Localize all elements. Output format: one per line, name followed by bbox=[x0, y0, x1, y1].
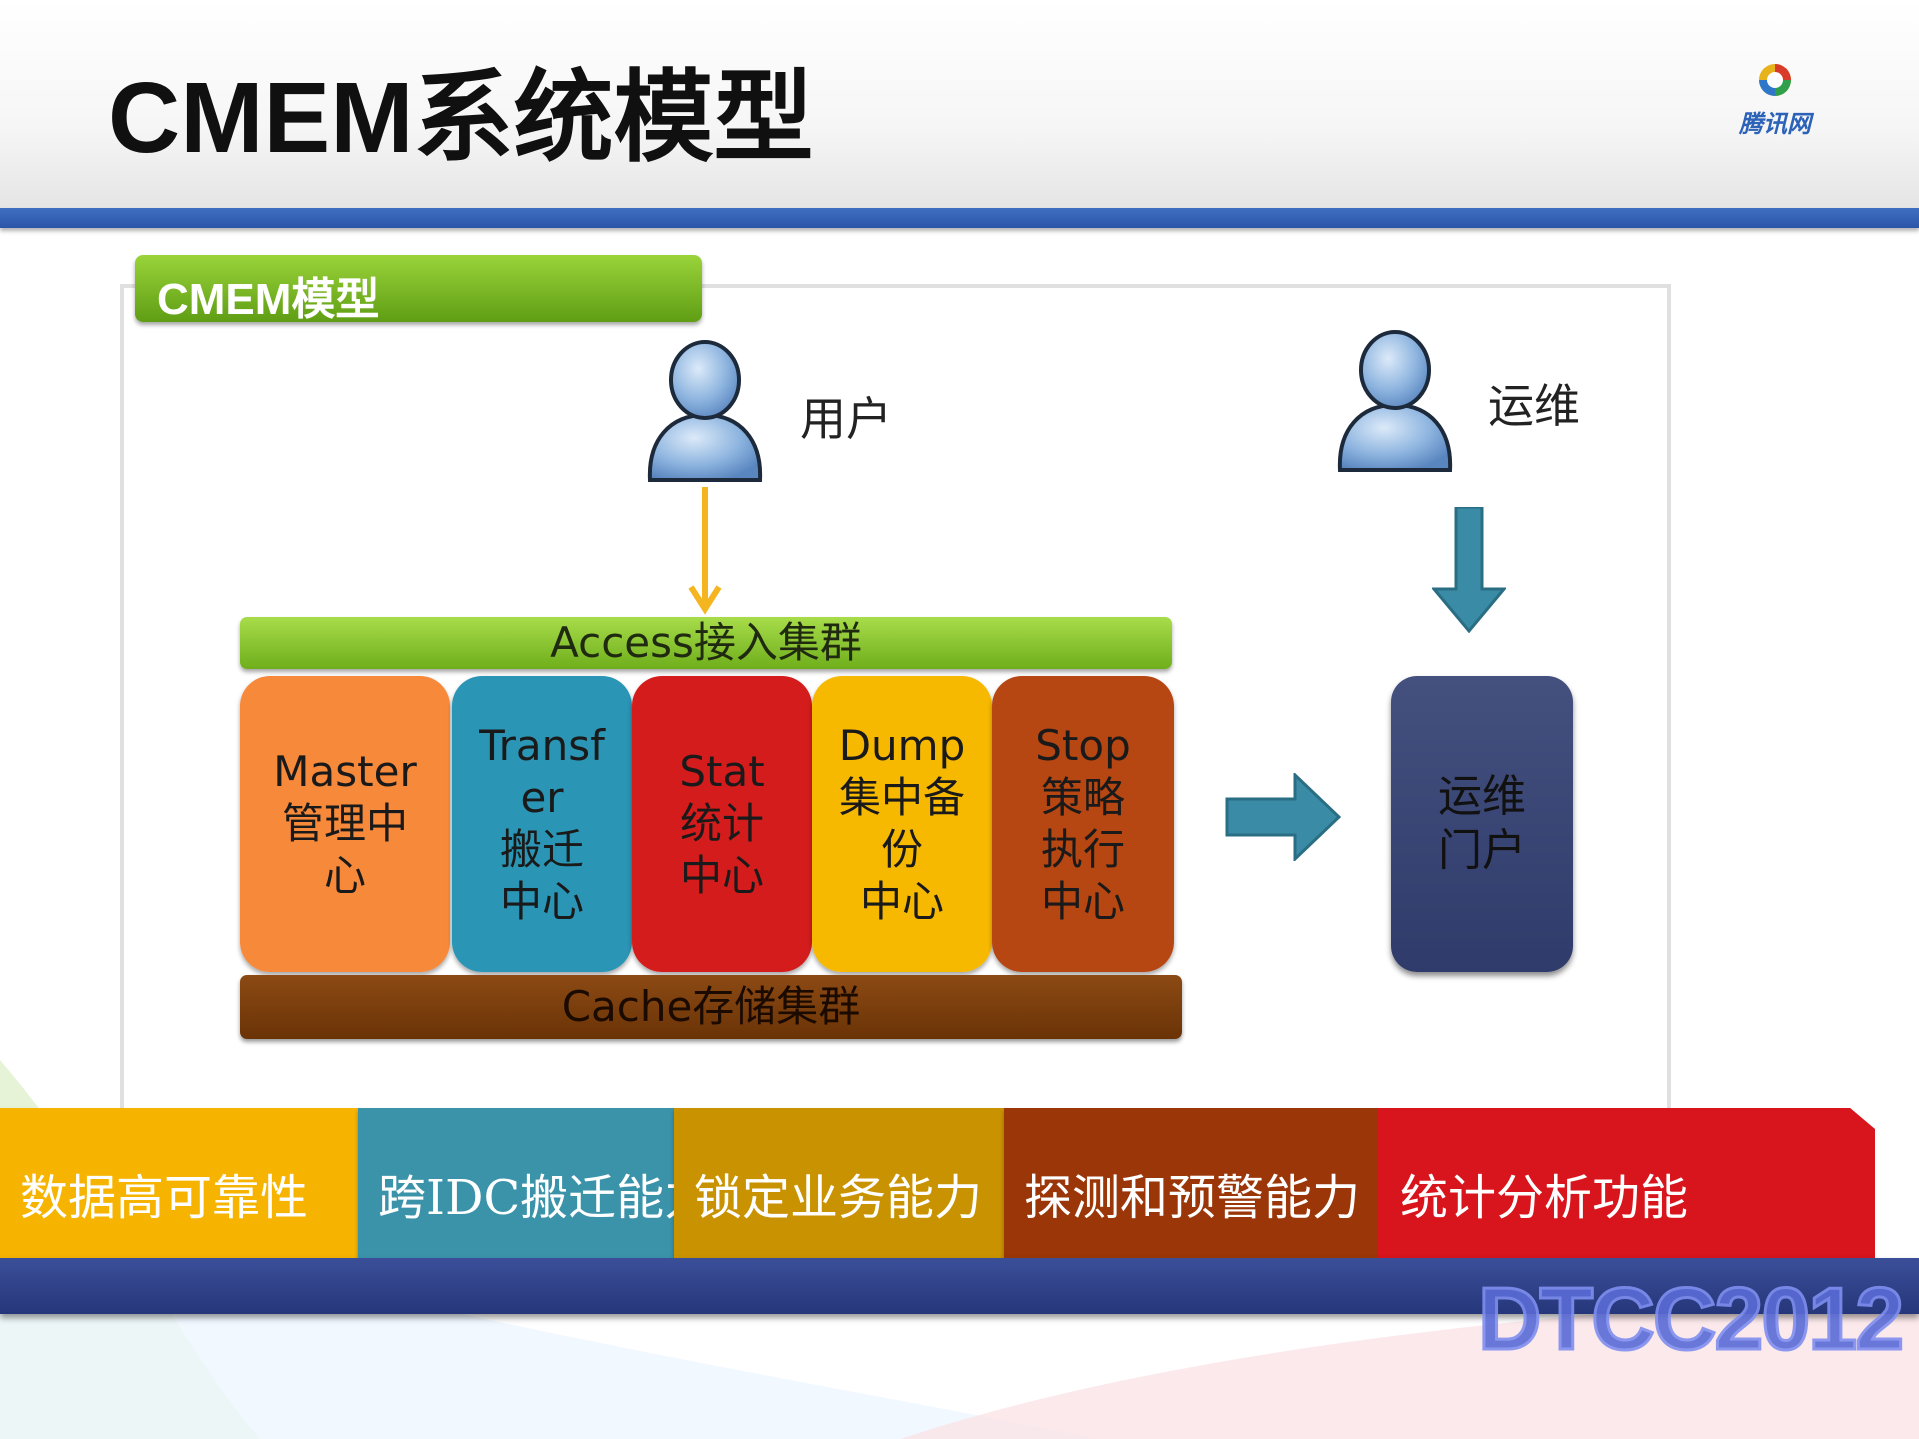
feature-statistics-label: 统计分析功能 bbox=[1400, 1170, 1689, 1226]
user-label: 用户 bbox=[800, 392, 892, 446]
panel-tab: CMEM模型 bbox=[135, 255, 702, 324]
footer-bar bbox=[0, 1258, 1919, 1314]
feature-idc-migration-label: 跨IDC搬迁能力 bbox=[378, 1170, 676, 1226]
stat-module: Stat 统计 中心 bbox=[632, 676, 812, 972]
feature-detection-alert-label: 探测和预警能力 bbox=[1024, 1170, 1361, 1226]
feature-lock-business: 锁定业务能力 bbox=[674, 1108, 1006, 1258]
feature-banner: 数据高可靠性 跨IDC搬迁能力 锁定业务能力 探测和预警能力 统计分析功能 bbox=[0, 1108, 1875, 1260]
slide-title: CMEM系统模型 bbox=[108, 62, 814, 174]
dump-module-label: Dump 集中备 份 中心 bbox=[838, 721, 966, 926]
user-person-icon bbox=[647, 340, 763, 482]
ops-label: 运维 bbox=[1488, 379, 1580, 433]
ops-portal-label: 运维 门户 bbox=[1438, 771, 1526, 876]
dump-module: Dump 集中备 份 中心 bbox=[812, 676, 992, 972]
stat-module-label: Stat 统计 中心 bbox=[679, 747, 765, 900]
header-divider bbox=[0, 208, 1919, 228]
right-arrow-icon bbox=[1225, 773, 1341, 861]
feature-lock-business-label: 锁定业务能力 bbox=[694, 1170, 983, 1226]
ops-portal-box: 运维 门户 bbox=[1391, 676, 1573, 972]
stop-module-label: Stop 策略 执行 中心 bbox=[1035, 721, 1131, 926]
transfer-module-label: Transf er 搬迁 中心 bbox=[479, 721, 605, 926]
transfer-module: Transf er 搬迁 中心 bbox=[452, 676, 632, 972]
cache-cluster-bar: Cache存储集群 bbox=[240, 975, 1182, 1039]
master-module-label: Master 管理中 心 bbox=[273, 747, 417, 900]
ops-person-icon bbox=[1337, 330, 1453, 472]
access-cluster-bar: Access接入集群 bbox=[240, 617, 1172, 669]
slide-header bbox=[0, 0, 1919, 212]
feature-reliability: 数据高可靠性 bbox=[0, 1108, 360, 1258]
ops-down-arrow-icon bbox=[1432, 507, 1506, 633]
feature-statistics: 统计分析功能 bbox=[1378, 1108, 1875, 1258]
tencent-logo: 腾讯网 bbox=[1735, 60, 1815, 150]
logo-text: 腾讯网 bbox=[1739, 110, 1811, 138]
user-down-arrow-icon bbox=[688, 487, 722, 615]
master-module: Master 管理中 心 bbox=[240, 676, 450, 972]
dtcc-brand: DTCC2012 bbox=[1476, 1268, 1905, 1370]
stop-module: Stop 策略 执行 中心 bbox=[992, 676, 1174, 972]
feature-reliability-label: 数据高可靠性 bbox=[20, 1170, 309, 1226]
panel-tab-label: CMEM模型 bbox=[157, 275, 380, 324]
qq-logo-icon bbox=[1759, 64, 1791, 96]
feature-idc-migration: 跨IDC搬迁能力 bbox=[358, 1108, 676, 1258]
feature-detection-alert: 探测和预警能力 bbox=[1004, 1108, 1380, 1258]
